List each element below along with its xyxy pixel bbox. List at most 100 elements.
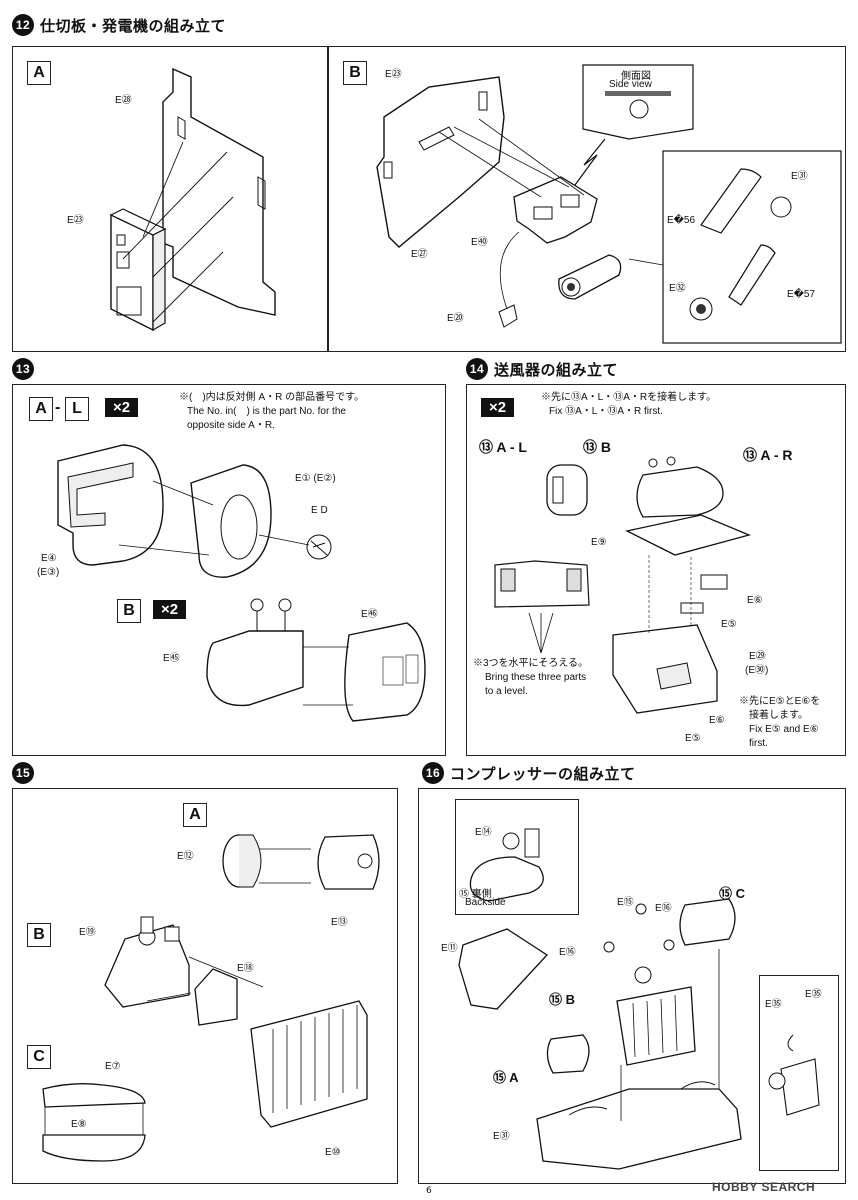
step12-header: 12 仕切板・発電機の組み立て [12, 14, 226, 36]
step12-panel-b: B E㉓ E㉗ E㊵ E⑳ 側面図 Side view E㉛ E�56 E㉜ E… [328, 46, 846, 352]
label-e14: E⑭ [475, 827, 492, 838]
panel-letter-a: A [27, 61, 51, 85]
generator-drawing [376, 64, 842, 344]
detail-inset [759, 975, 839, 1171]
part-13ar: ⑬ A - R [743, 447, 793, 463]
label-e28: E㉘ [115, 95, 132, 106]
label-e13: E⑬ [331, 917, 348, 928]
panel-letter-a: A [183, 803, 207, 827]
label-e12: E⑫ [177, 851, 194, 862]
label-e31: E㉛ [791, 171, 808, 182]
step14-title: 送風器の組み立て [494, 360, 619, 379]
step14-header: 14 送風器の組み立て [466, 358, 618, 380]
label-e32: E㉜ [669, 283, 686, 294]
label-e51: E㉛ [493, 1131, 510, 1142]
step12-panel-a: A E㉘ E㉓ [12, 46, 328, 352]
label-e5b: E⑤ [685, 733, 701, 744]
backside-inset [455, 799, 579, 915]
step12-title: 仕切板・発電機の組み立て [40, 16, 227, 35]
step14-panel: ×2 ※先に⑬A・L・⑬A・Rを接着します。 Fix ⑬A・L・⑬A・R fir… [466, 384, 846, 756]
watermark: HOBBY SEARCH [712, 1180, 816, 1194]
label-e23: E㉓ [67, 215, 84, 226]
step16-panel: E⑭ ⑮ 裏側 Backside E⑮ E⑯ E⑯ E⑪ ⑮ C ⑮ B ⑮ A… [418, 788, 846, 1184]
label-e8: E⑧ [71, 1119, 87, 1130]
fix-jp2: 接着します。 [749, 710, 808, 721]
step14-number: 14 [466, 358, 488, 380]
level-jp: ※3つを水平にそろえる。 [473, 658, 589, 669]
step15-number: 15 [12, 762, 34, 784]
label-e45: E㊺ [163, 653, 180, 664]
step16-number: 16 [422, 762, 444, 784]
level-en2: to a level. [485, 686, 528, 697]
step15-header: 15 [12, 762, 40, 784]
panel-letter-b: B [343, 61, 367, 85]
label-e4: E④ [41, 553, 57, 564]
part-13al: ⑬ A - L [479, 439, 527, 455]
compressor-assembly-drawing [458, 828, 820, 1170]
label-e9: E⑨ [591, 537, 607, 548]
panel-letter-b: B [117, 599, 141, 623]
note-line2: The No. in( ) is the part No. for the [187, 406, 346, 417]
panel-letter-l: L [65, 397, 89, 421]
note-line2: Fix ⑬A・L・⑬A・R first. [549, 406, 663, 417]
label-e18: E⑱ [237, 963, 254, 974]
step13-panel: A - L ×2 ※( )内は反対側 A・R の部品番号です。 The No. … [12, 384, 446, 756]
panel-letter-a: A [29, 397, 53, 421]
inset-en: Backside [465, 897, 506, 908]
label-e35a: E㉟ [765, 999, 782, 1010]
label-e30: (E㉚) [745, 665, 769, 676]
label-e15: E⑮ [617, 897, 634, 908]
note-line1: ※( )内は反対側 A・R の部品番号です。 [179, 392, 365, 403]
times-two: ×2 [481, 398, 515, 417]
panel-letter-c: C [27, 1045, 51, 1069]
label-e6: E⑥ [747, 595, 763, 606]
times-two-a: ×2 [105, 398, 139, 417]
label-e40: E㊵ [471, 237, 488, 248]
sub-15c: ⑮ C [719, 886, 746, 901]
label-e56: E�56 [667, 215, 696, 226]
label-e57: E�57 [787, 289, 816, 300]
label-e16b: E⑯ [559, 947, 576, 958]
compressor-parts-drawing [42, 834, 380, 1162]
label-e35b: E㉟ [805, 989, 822, 1000]
step15-panel: A B C E⑫ E⑬ E⑲ E⑱ E⑩ E⑦ E⑧ [12, 788, 398, 1184]
step16-title: コンプレッサーの組み立て [450, 764, 636, 783]
fix-en1: Fix E⑤ and E⑥ [749, 724, 819, 735]
times-two-b: ×2 [153, 600, 187, 619]
label-e27: E㉗ [411, 249, 428, 260]
note-line3: opposite side A・R. [187, 420, 275, 431]
label-e11: E⑪ [441, 943, 458, 954]
label-e16a: E⑯ [655, 903, 672, 914]
fix-jp1: ※先にE⑤とE⑥を [739, 696, 821, 707]
fan-drawing [494, 456, 752, 714]
panel-letter-b: B [27, 923, 51, 947]
label-eD: E D [311, 505, 328, 516]
label-e3: (E③) [37, 567, 60, 578]
level-en1: Bring these three parts [485, 672, 587, 683]
label-e20: E⑳ [447, 313, 464, 324]
step16-header: 16 コンプレッサーの組み立て [422, 762, 636, 784]
label-e23b: E㉓ [385, 69, 402, 80]
page-number: 6 [426, 1186, 432, 1196]
step12-number: 12 [12, 14, 34, 36]
label-e29: E㉙ [749, 651, 766, 662]
part-13b: ⑬ B [583, 439, 611, 455]
side-view-jp: 側面図 [621, 71, 651, 82]
sub-15b: ⑮ B [549, 992, 576, 1007]
label-e5: E⑤ [721, 619, 737, 630]
label-e10: E⑩ [325, 1147, 341, 1158]
label-e19: E⑲ [79, 927, 96, 938]
label-e46: E㊻ [361, 609, 378, 620]
inset-jp: ⑮ 裏側 [459, 889, 492, 900]
note-line1: ※先に⑬A・L・⑬A・Rを接着します。 [541, 392, 717, 403]
partition-drawing [109, 67, 276, 332]
label-e6b: E⑥ [709, 715, 725, 726]
step13-number: 13 [12, 358, 34, 380]
label-e1: E① (E②) [295, 473, 336, 484]
sub-15a: ⑮ A [493, 1070, 519, 1085]
side-view-en: Side view [609, 79, 652, 90]
step13-header: 13 [12, 358, 40, 380]
fix-en2: first. [749, 738, 768, 749]
dash: - [55, 399, 61, 416]
label-e7: E⑦ [105, 1061, 121, 1072]
